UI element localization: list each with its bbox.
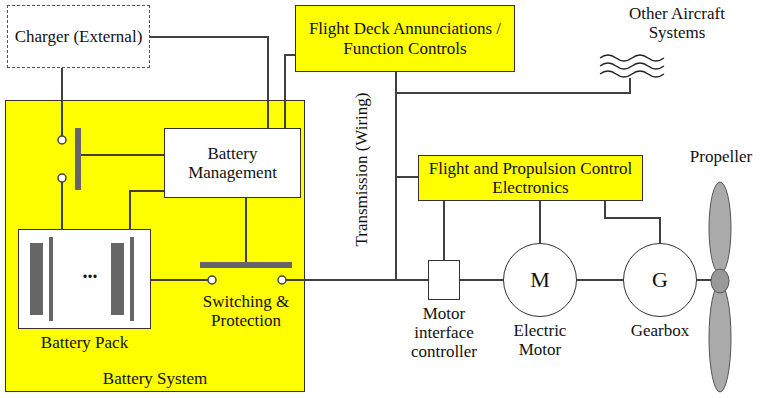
drive-shaft (697, 279, 712, 281)
wire-connector (130, 191, 164, 229)
node-text: Gearbox (617, 321, 703, 340)
control-wire (81, 154, 164, 156)
wire-connector (443, 201, 445, 260)
contact-terminal (58, 136, 66, 144)
wire-connector (396, 176, 418, 178)
system-wire (396, 78, 630, 93)
wave-symbol (600, 63, 664, 69)
node-text: G (652, 268, 668, 293)
switch-label: Switching & Protection (196, 292, 296, 330)
node-text: Charger (External) (15, 27, 143, 46)
control-electronics-box: Flight and Propulsion Control Electronic… (418, 155, 643, 201)
wire-connector (605, 201, 660, 243)
wire-connector (539, 201, 541, 243)
node-text: Battery System (6, 369, 304, 388)
propeller-blade (709, 182, 731, 274)
propeller-blade (709, 284, 731, 392)
wire-connector (150, 37, 268, 128)
control-wire (245, 198, 247, 262)
node-text: Battery Pack (20, 333, 150, 352)
contact-terminal (278, 276, 286, 284)
node-text: Flight Deck Annunciations / Function Con… (302, 19, 508, 57)
wire-connector (577, 279, 623, 281)
battery-cell (49, 237, 53, 321)
wire-connector (151, 279, 428, 281)
external-systems-label: Other Aircraft Systems (612, 4, 742, 42)
wiring-label: Transmission (Wiring) (352, 85, 371, 255)
battery-cell (130, 237, 134, 321)
node-text: Motor interface controller (398, 304, 490, 361)
propeller-hub (711, 269, 729, 293)
wave-symbol (600, 55, 664, 61)
battery-cell (30, 243, 43, 315)
node-text: Flight and Propulsion Control Electronic… (425, 159, 636, 197)
propeller-label: Propeller (684, 147, 758, 166)
wire-connector (61, 68, 63, 229)
external-charger-box: Charger (External) (7, 5, 150, 68)
node-text: M (530, 268, 550, 293)
cell-ellipsis: ... (75, 260, 105, 282)
contact-terminal (208, 276, 216, 284)
contactor-bar (75, 128, 81, 190)
battery-cell (111, 243, 124, 315)
wire-connector (285, 55, 295, 128)
motor-circle: MElectric Motor (503, 243, 577, 317)
motor-controller-box: Motor interface controller (428, 260, 460, 300)
wave-symbol (600, 71, 664, 77)
gearbox-circle: GGearbox (623, 243, 697, 317)
contact-terminal (58, 174, 66, 182)
switch-bar (200, 262, 292, 268)
battery-management-box: Battery Management (164, 128, 301, 198)
wire-connector (460, 279, 503, 281)
node-text: Battery Management (171, 144, 294, 182)
flight-deck-box: Flight Deck Annunciations / Function Con… (295, 5, 515, 72)
node-text: Electric Motor (497, 321, 583, 359)
